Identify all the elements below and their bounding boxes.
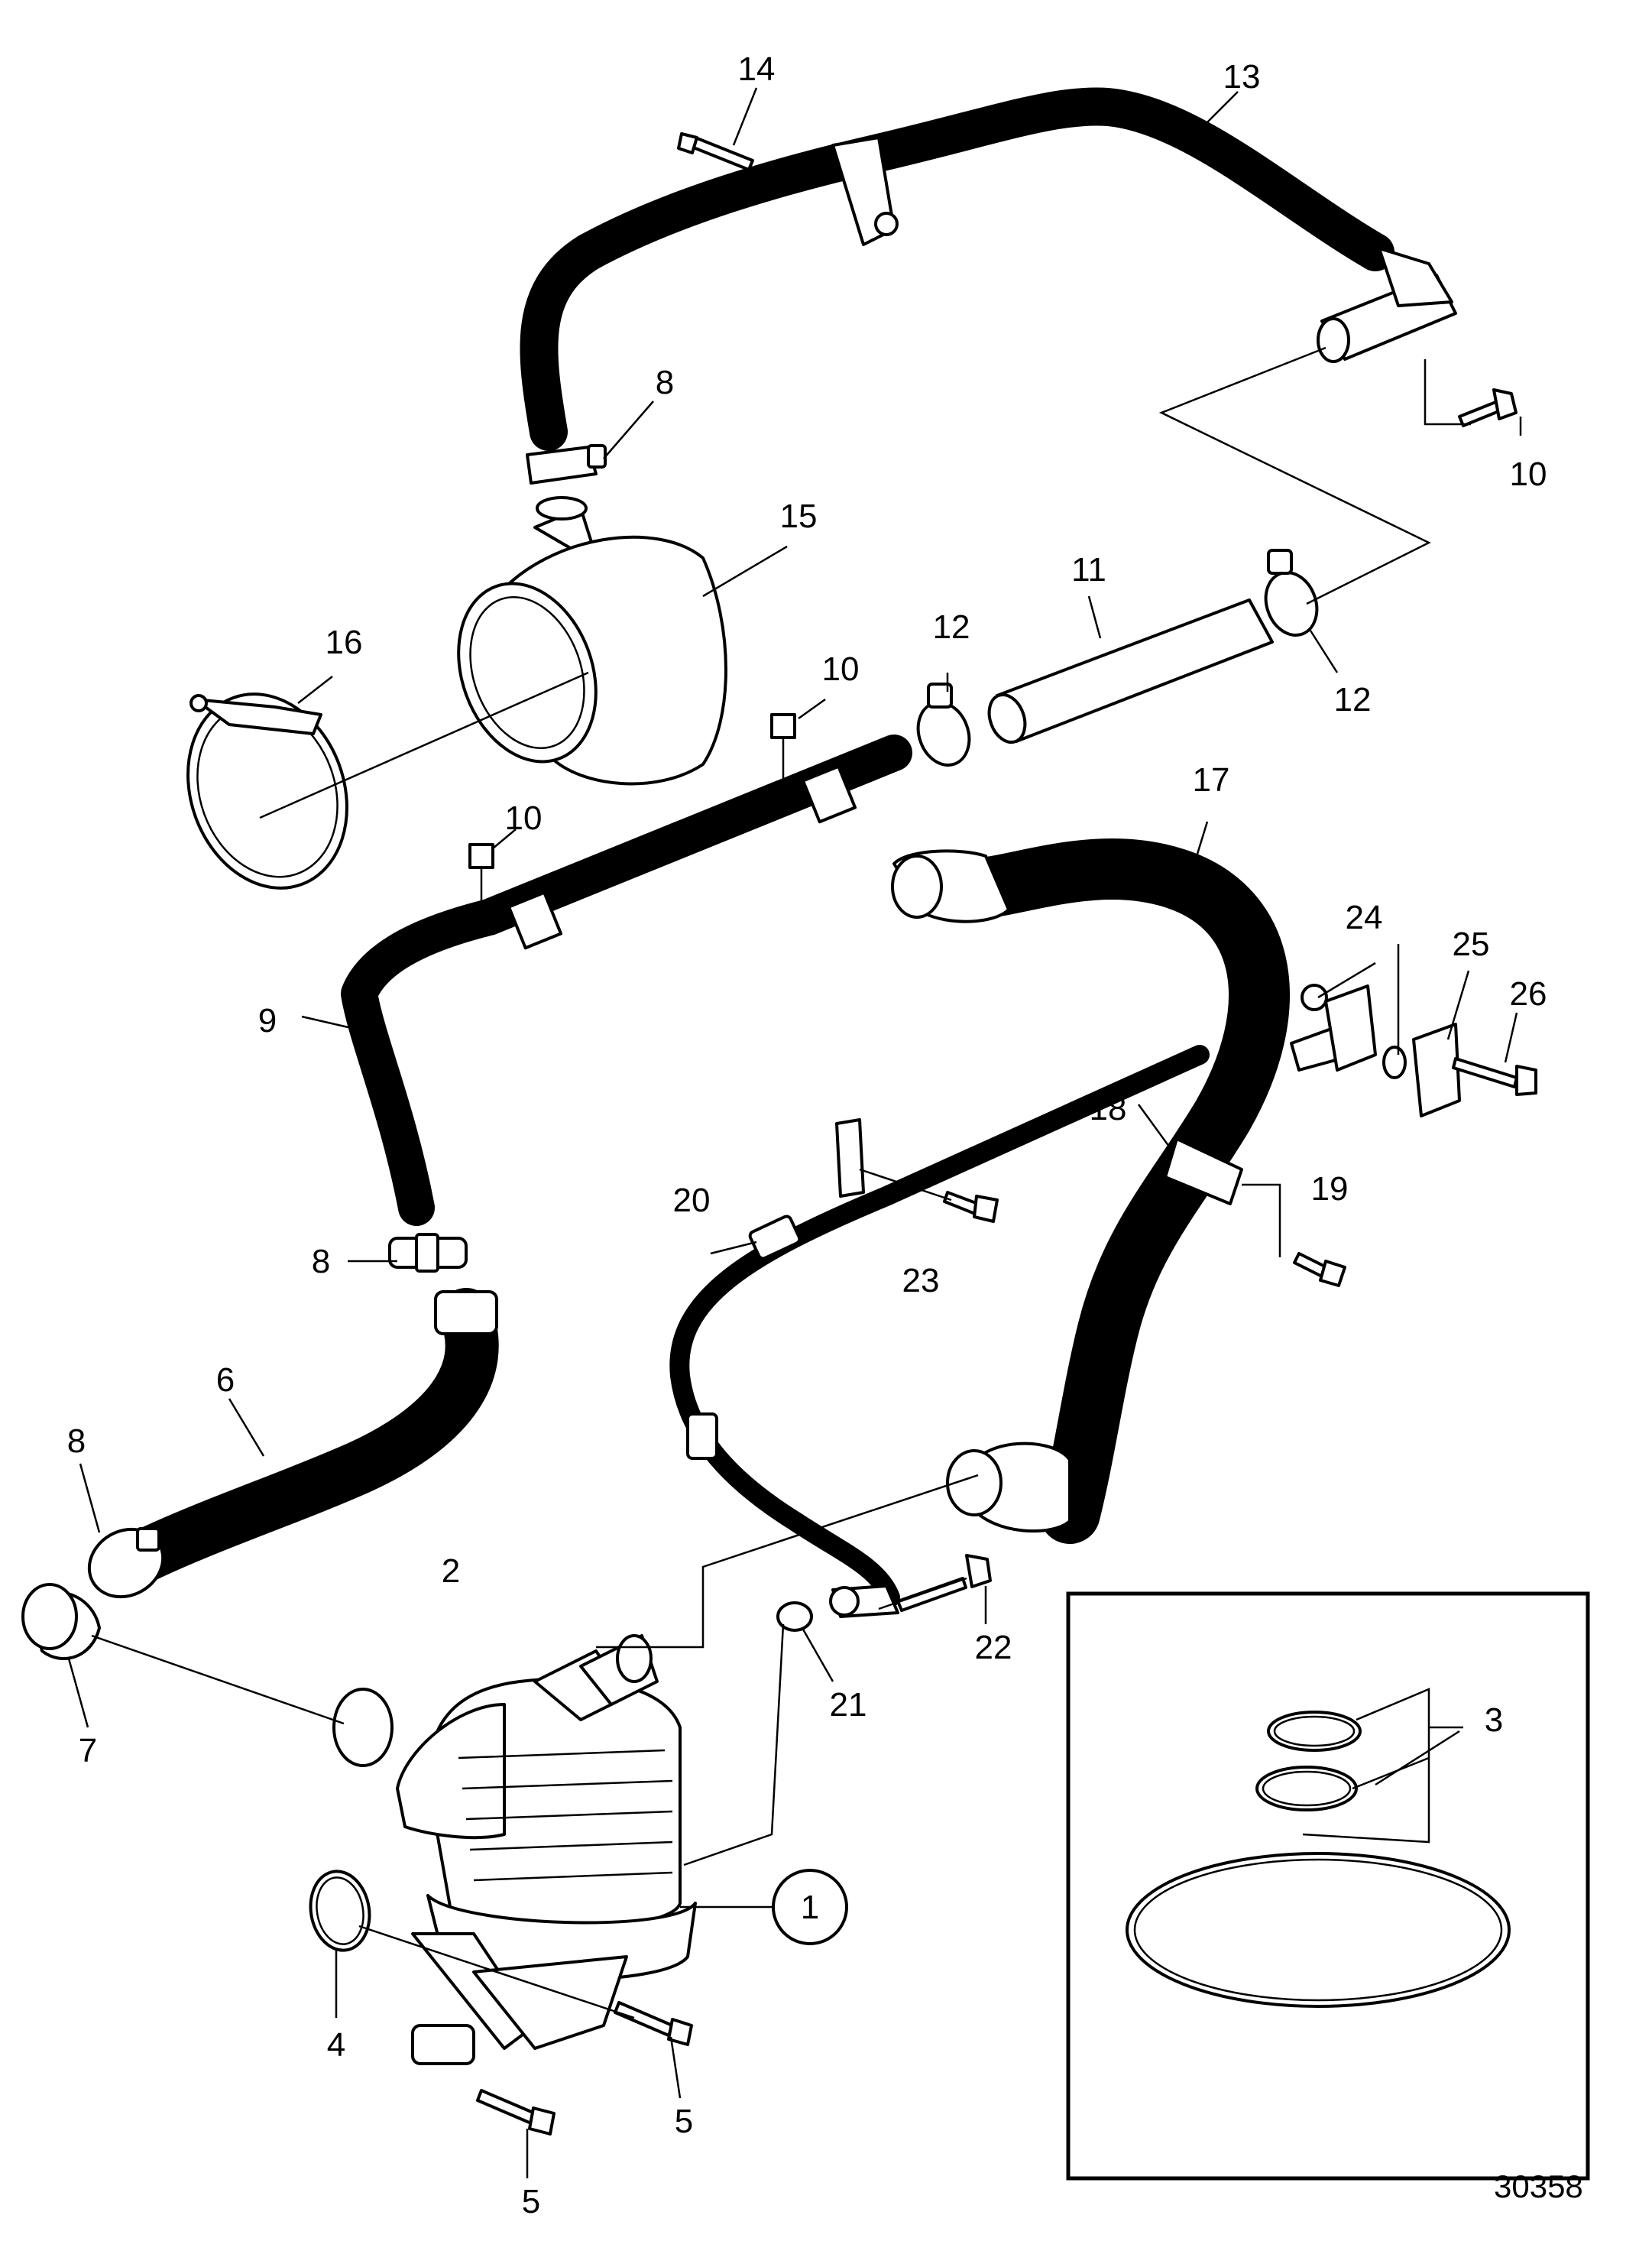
callout-10-top-right: 10 bbox=[1510, 456, 1547, 493]
callout-3: 3 bbox=[1485, 1701, 1503, 1739]
callout-21: 21 bbox=[830, 1686, 867, 1724]
callout-23: 23 bbox=[902, 1262, 940, 1299]
elbow-7 bbox=[21, 1583, 101, 1660]
clamp-12-right bbox=[1264, 549, 1319, 637]
callout-12-left: 12 bbox=[933, 608, 970, 646]
fitting-22-flange bbox=[829, 1584, 899, 1618]
callout-4: 4 bbox=[327, 2026, 345, 2064]
o-ring-3-medium bbox=[1255, 1766, 1358, 1811]
bolt-10-left bbox=[468, 843, 494, 917]
callout-5-upper: 5 bbox=[675, 2103, 693, 2140]
callout-22: 22 bbox=[975, 1629, 1012, 1666]
bolt-5-upper bbox=[614, 2001, 693, 2046]
hose-11 bbox=[987, 598, 1274, 744]
air-pump-unit-1 bbox=[332, 1634, 697, 2065]
figure-number: 30358 bbox=[1494, 2168, 1583, 2204]
callout-20: 20 bbox=[673, 1182, 711, 1219]
bolt-23 bbox=[943, 1191, 999, 1223]
callout-9: 9 bbox=[258, 1002, 277, 1039]
clamp-8-top bbox=[526, 444, 607, 485]
callout-14: 14 bbox=[738, 50, 776, 88]
callout-2: 2 bbox=[442, 1552, 460, 1590]
callout-10-middle: 10 bbox=[822, 650, 860, 688]
callout-1: 1 bbox=[801, 1889, 819, 1926]
leader-lines bbox=[67, 87, 1522, 2178]
callout-15: 15 bbox=[780, 498, 818, 535]
callout-12-right: 12 bbox=[1334, 681, 1372, 718]
callout-7: 7 bbox=[79, 1732, 97, 1769]
bolt-10-top-right bbox=[1458, 388, 1518, 427]
o-ring-21 bbox=[776, 1601, 813, 1632]
callout-8-top: 8 bbox=[656, 364, 674, 401]
callout-8-bottom: 8 bbox=[67, 1422, 86, 1460]
pipe-9 bbox=[341, 735, 912, 1226]
callout-16: 16 bbox=[326, 624, 363, 661]
callout-24: 24 bbox=[1346, 899, 1383, 936]
callout-10-left: 10 bbox=[505, 799, 543, 837]
clamp-12-left bbox=[916, 683, 971, 767]
bolt-10-middle bbox=[770, 713, 796, 803]
callout-25: 25 bbox=[1453, 926, 1490, 963]
callout-17: 17 bbox=[1193, 761, 1230, 799]
bolt-14 bbox=[677, 132, 754, 171]
o-ring-4 bbox=[309, 1870, 371, 1952]
callout-19: 19 bbox=[1311, 1170, 1349, 1208]
o-ring-3-small bbox=[1267, 1711, 1362, 1752]
bolt-22 bbox=[896, 1554, 992, 1612]
callout-8-middle: 8 bbox=[312, 1243, 330, 1280]
clamp-16 bbox=[186, 692, 348, 890]
inset-frame bbox=[1066, 1591, 1590, 2181]
callout-13: 13 bbox=[1223, 58, 1261, 96]
hose-17 bbox=[891, 838, 1290, 1544]
bolt-5-lower bbox=[476, 2089, 556, 2136]
callout-1-circle bbox=[772, 1869, 848, 1945]
bracket-clamp-hose-13 bbox=[831, 136, 899, 246]
hose-6 bbox=[111, 1288, 499, 1586]
fitting-24-25-26 bbox=[1290, 984, 1537, 1117]
pipe-20 bbox=[669, 1045, 1210, 1607]
callout-6: 6 bbox=[216, 1361, 235, 1399]
clamp-8-middle bbox=[388, 1233, 468, 1273]
callout-11: 11 bbox=[1071, 551, 1106, 589]
callout-labels: 1 2 3 4 5 5 6 7 8 8 8 9 10 10 10 11 12 1… bbox=[67, 50, 1547, 2220]
callout-18: 18 bbox=[1090, 1090, 1127, 1127]
housing-15 bbox=[457, 496, 727, 786]
hose-13 bbox=[520, 87, 1457, 451]
gasket-3-large bbox=[1126, 1852, 1511, 2008]
bolt-19 bbox=[1293, 1252, 1346, 1287]
callout-26: 26 bbox=[1510, 975, 1547, 1013]
callout-5-lower: 5 bbox=[522, 2183, 540, 2220]
inset-seal-kit bbox=[1066, 1591, 1590, 2181]
clamp-8-bottom bbox=[87, 1527, 165, 1599]
